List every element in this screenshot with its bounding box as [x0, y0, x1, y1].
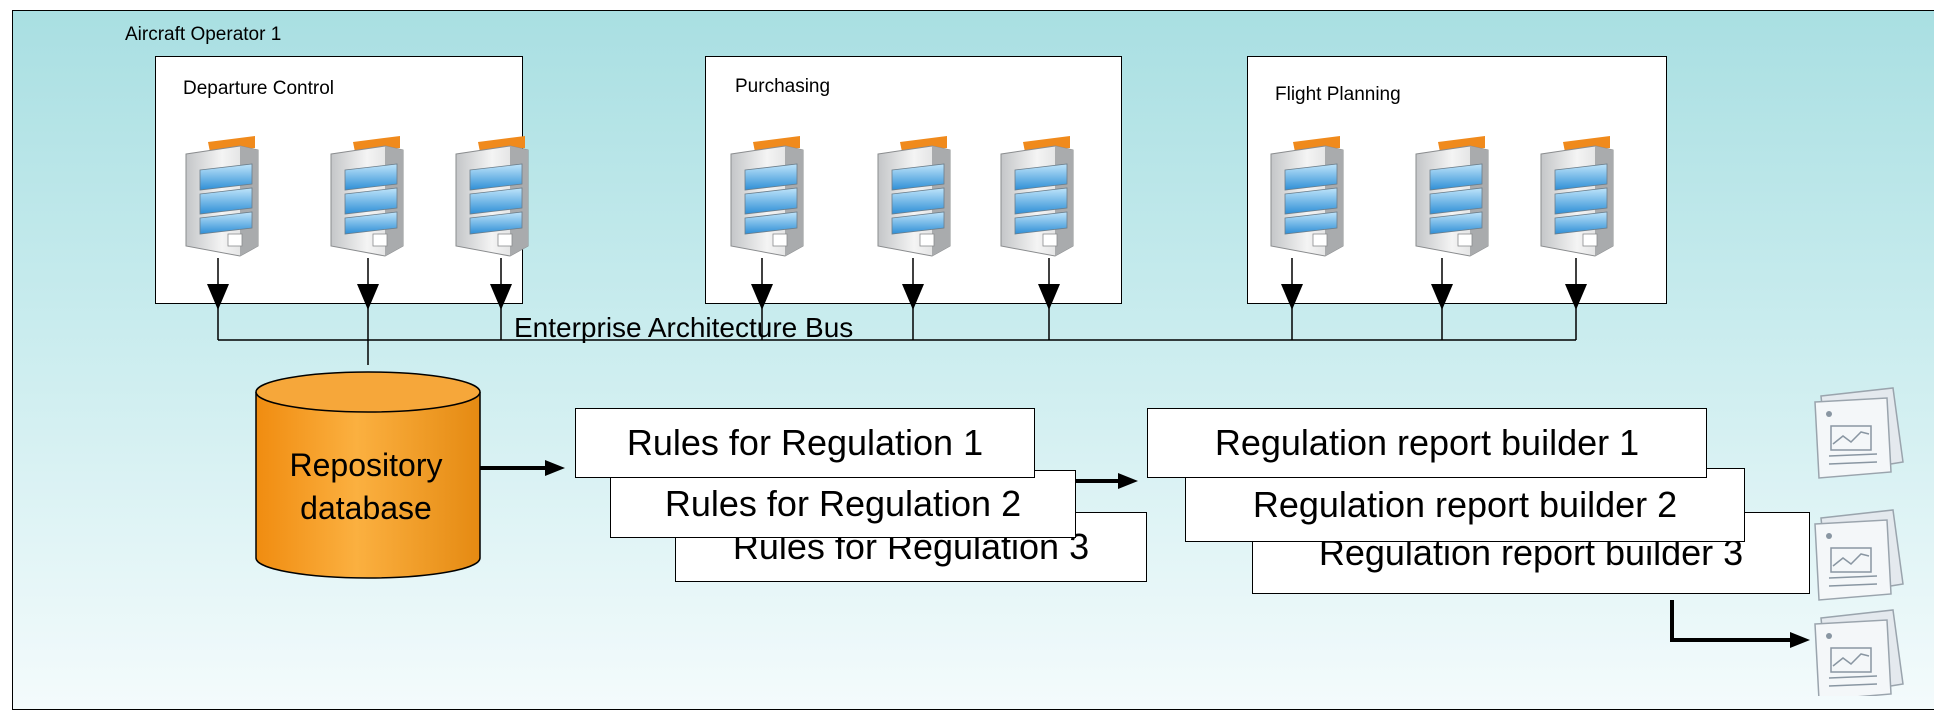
server-icon	[877, 135, 951, 257]
server-icon	[185, 135, 259, 257]
report-document-icon	[1814, 387, 1904, 479]
server-icon	[330, 135, 404, 257]
server-icon	[1270, 135, 1344, 257]
group-label-purchasing: Purchasing	[735, 76, 831, 97]
rules-box-1: Rules for Regulation 1	[575, 408, 1035, 478]
database-label-line2: database	[300, 490, 432, 526]
bus-label: Enterprise Architecture Bus	[514, 312, 854, 343]
report-document-icon	[1814, 509, 1904, 601]
server-icon	[1415, 135, 1489, 257]
operator-label: Aircraft Operator 1	[125, 24, 282, 45]
database-cylinder	[255, 371, 481, 579]
server-icon	[1540, 135, 1614, 257]
rules-box-2: Rules for Regulation 2	[610, 470, 1076, 538]
server-icon	[1000, 135, 1074, 257]
builder-box-2: Regulation report builder 2	[1185, 468, 1745, 542]
group-label-flight-planning: Flight Planning	[1275, 84, 1401, 105]
report-document-icon	[1814, 609, 1904, 696]
server-icon	[455, 135, 529, 257]
database-label-line1: Repository	[289, 447, 443, 483]
group-label-departure-control: Departure Control	[183, 78, 335, 99]
server-icon	[730, 135, 804, 257]
builder-box-1: Regulation report builder 1	[1147, 408, 1707, 478]
